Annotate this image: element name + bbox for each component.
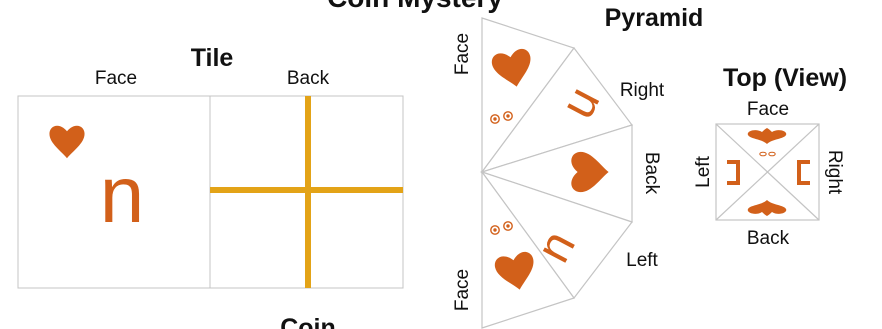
pyramid-face-label-top: Face — [452, 33, 473, 75]
top-view-right-label: Right — [824, 150, 845, 195]
pyramid-title: Pyramid — [605, 4, 704, 32]
pyramid-face-label-bottom: Face — [452, 269, 473, 311]
top-view-left-label: Left — [693, 155, 714, 187]
tile-section: Tile Face Back n — [18, 44, 403, 288]
pyramid-left-label: Left — [626, 250, 658, 271]
pyramid-net: n n Pyramid Face Right Back Left Face — [452, 4, 703, 328]
top-view-back-label: Back — [747, 228, 790, 249]
top-view-title: Top (View) — [723, 64, 847, 92]
tile-face-letter: n — [100, 150, 145, 239]
tile-face-label: Face — [95, 68, 137, 89]
pyramid-back-label: Back — [641, 152, 662, 195]
tile-title: Tile — [191, 44, 234, 72]
top-view-section: Top (View) Face Back Left Right — [693, 64, 847, 249]
top-view-face-label: Face — [747, 99, 789, 120]
tile-back-label: Back — [287, 68, 330, 89]
cut-off-title: Coin Mystery — [327, 0, 503, 13]
coin-title: Coin — [280, 314, 336, 329]
pyramid-right-label: Right — [620, 80, 665, 101]
